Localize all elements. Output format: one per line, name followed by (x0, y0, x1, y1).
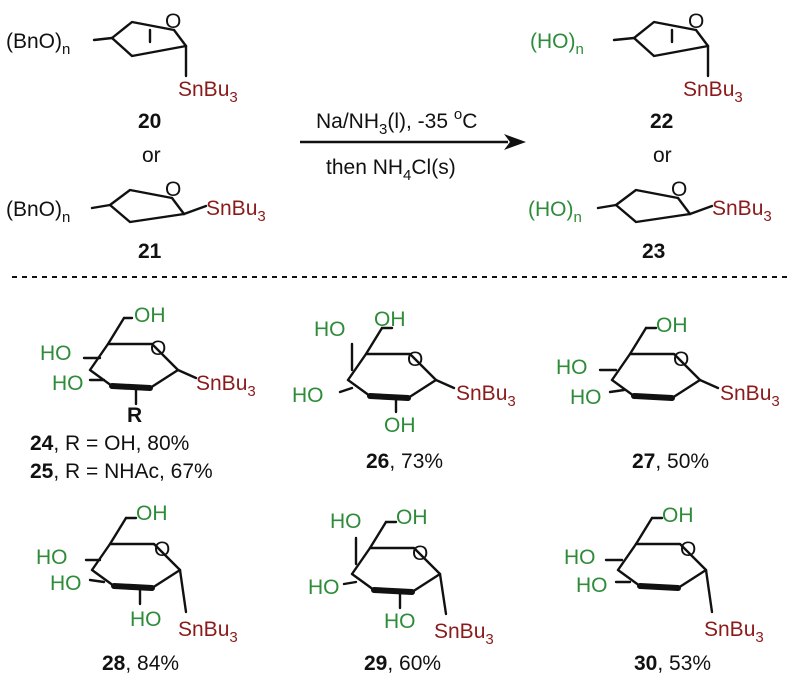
hydroxyl-label: OH (134, 304, 166, 327)
product-caption-26: 26, 73% (366, 450, 443, 473)
ho-group-23: (HO)n (528, 198, 582, 226)
stannane-27: SnBu3 (720, 382, 780, 410)
product-27-structure: O OH HO HO SnBu3 27, 50% (556, 314, 780, 473)
hydroxyl-label: OH (136, 502, 168, 525)
hydroxyl-label: HO (570, 386, 602, 409)
hydroxyl-label: HO (36, 546, 68, 569)
hydroxyl-label: HO (308, 576, 340, 599)
stannane-24: SnBu3 (196, 372, 256, 400)
r-substituent: R (127, 404, 142, 427)
ring-oxygen: O (150, 337, 166, 360)
or-label-left: or (142, 144, 161, 167)
hydroxyl-label: HO (314, 318, 346, 341)
hydroxyl-label: HO (50, 572, 82, 595)
ring-oxygen: O (688, 10, 704, 33)
product-caption-29: 29, 60% (364, 652, 441, 675)
product-22-structure: O (HO)n SnBu3 22 or (530, 10, 743, 167)
hydroxyl-label: HO (576, 574, 608, 597)
reaction-arrow (300, 134, 526, 150)
ho-group-22: (HO)n (530, 30, 584, 58)
hydroxyl-label: HO (292, 384, 324, 407)
hydroxyl-label: OH (662, 504, 694, 527)
compound-number-20: 20 (138, 110, 161, 133)
ring-oxygen: O (165, 178, 181, 201)
hydroxyl-label: HO (556, 356, 588, 379)
product-26-structure: O OH HO HO OH SnBu3 26, 73% (292, 308, 516, 473)
hydroxyl-label: OH (384, 414, 416, 437)
ring-oxygen: O (412, 542, 428, 565)
stannane-28: SnBu3 (178, 618, 238, 646)
compound-number-22: 22 (650, 110, 673, 133)
hydroxyl-label: HO (52, 372, 84, 395)
reagent-conditions-line-1: Na/NH3(l), -35 oC (316, 106, 477, 138)
ring-oxygen: O (165, 10, 181, 33)
stannane-22: SnBu3 (683, 78, 743, 106)
hydroxyl-label: OH (656, 314, 688, 337)
compound-number-21: 21 (138, 240, 162, 263)
or-label-right: or (653, 144, 672, 167)
reagent-conditions-line-2: then NH4Cl(s) (326, 156, 456, 184)
reactant-20-structure: O (BnO)n SnBu3 20 or (6, 10, 238, 167)
stannane-21: SnBu3 (206, 197, 266, 225)
hydroxyl-label: OH (374, 308, 406, 331)
hydroxyl-label: OH (396, 506, 428, 529)
stannane-23: SnBu3 (712, 197, 772, 225)
stannane-29: SnBu3 (434, 620, 494, 648)
product-caption-30: 30, 53% (634, 652, 711, 675)
stannane-26: SnBu3 (456, 382, 516, 410)
bno-group-20: (BnO)n (6, 30, 70, 58)
product-caption-27: 27, 50% (632, 450, 709, 473)
hydroxyl-label: HO (384, 610, 416, 633)
ring-oxygen: O (154, 538, 170, 561)
product-30-structure: O OH HO HO SnBu3 30, 53% (564, 504, 764, 675)
reactant-21-structure: O (BnO)n SnBu3 21 (6, 178, 266, 263)
product-caption-24: 24, R = OH, 80% (30, 432, 189, 455)
hydroxyl-label: HO (40, 342, 72, 365)
hydroxyl-label: HO (330, 510, 362, 533)
product-29-structure: O OH HO HO HO SnBu3 29, 60% (308, 506, 494, 675)
compound-number-23: 23 (642, 240, 665, 263)
ring-oxygen: O (673, 348, 689, 371)
product-23-structure: O (HO)n SnBu3 23 (528, 178, 772, 263)
product-caption-25: 25, R = NHAc, 67% (30, 460, 213, 483)
ring-oxygen: O (407, 348, 423, 371)
bno-group-21: (BnO)n (6, 198, 70, 226)
product-24-25-structure: O OH HO HO R SnBu3 24, R = OH, 80% 25, R… (30, 304, 256, 483)
hydroxyl-label: HO (130, 608, 162, 631)
stannane-30: SnBu3 (704, 618, 764, 646)
stannane-20: SnBu3 (178, 78, 238, 106)
product-caption-28: 28, 84% (102, 652, 179, 675)
product-28-structure: O OH HO HO HO SnBu3 28, 84% (36, 502, 238, 675)
ring-oxygen: O (671, 178, 687, 201)
ring-oxygen: O (680, 538, 696, 561)
hydroxyl-label: HO (564, 546, 596, 569)
